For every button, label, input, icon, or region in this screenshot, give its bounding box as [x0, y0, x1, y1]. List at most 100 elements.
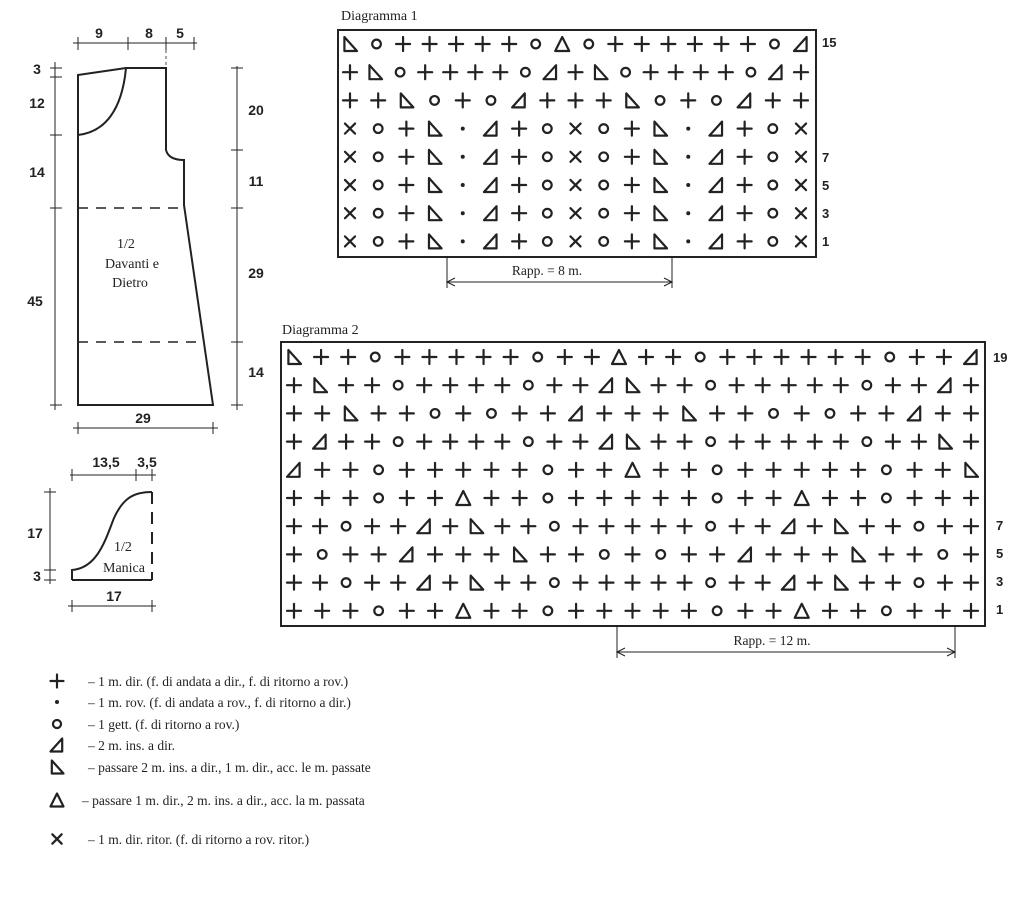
plus-icon — [285, 602, 303, 619]
plus-icon — [572, 377, 589, 394]
plus-icon — [511, 489, 528, 507]
plus-icon — [623, 148, 640, 165]
plus-icon — [546, 377, 563, 394]
plus-icon — [370, 546, 387, 563]
right-triangle-icon — [482, 233, 498, 250]
diagram-1-title: Diagramma 1 — [341, 9, 418, 24]
cross-icon — [569, 235, 582, 248]
plus-icon — [858, 574, 875, 591]
plus-icon — [607, 35, 624, 53]
plus-icon — [806, 518, 823, 535]
plus-icon — [934, 489, 951, 507]
right-triangle-icon — [780, 574, 796, 591]
plus-icon — [511, 120, 528, 137]
circle-icon — [705, 379, 717, 391]
plus-icon — [596, 405, 613, 422]
plus-icon — [884, 518, 901, 535]
plus-icon — [936, 574, 954, 591]
plus-icon — [483, 489, 500, 507]
plus-icon — [908, 348, 925, 366]
plus-icon — [906, 602, 923, 619]
circle-icon — [541, 179, 553, 191]
sleeve-label-line-1: 1/2 — [114, 540, 132, 555]
plus-icon — [717, 64, 734, 81]
cross-icon — [569, 178, 582, 192]
right-triangle-icon — [482, 120, 498, 137]
circle-icon — [654, 94, 666, 106]
plus-icon — [754, 518, 771, 535]
body-left-dim-3: 14 — [29, 164, 45, 180]
plus-icon — [623, 205, 640, 222]
circle-icon — [884, 351, 896, 363]
right-triangle-icon — [482, 148, 498, 165]
plus-icon — [765, 461, 782, 478]
plus-icon — [793, 546, 810, 563]
plus-icon — [370, 92, 387, 109]
circle-icon — [767, 151, 779, 163]
left-triangle-icon — [653, 233, 669, 250]
body-label-line-3: Dietro — [112, 276, 148, 291]
circle-icon — [767, 123, 779, 135]
right-triangle-icon — [708, 205, 724, 222]
plus-icon — [340, 348, 357, 366]
dot-icon — [686, 211, 691, 216]
plus-icon — [962, 377, 980, 394]
circle-icon — [711, 464, 723, 476]
plus-icon — [713, 35, 730, 53]
plus-icon — [680, 602, 698, 619]
circle-icon — [705, 520, 717, 532]
sleeve-outline — [71, 491, 153, 580]
plus-icon — [652, 405, 669, 422]
circle-icon — [372, 235, 384, 247]
plus-icon — [442, 518, 459, 535]
plus-icon — [773, 348, 790, 366]
plus-icon — [511, 461, 528, 478]
left-triangle-icon — [343, 35, 359, 53]
plus-icon — [483, 461, 500, 478]
left-triangle-icon — [682, 405, 698, 422]
plus-icon — [546, 433, 563, 450]
plus-icon — [624, 546, 641, 563]
plus-icon — [341, 64, 359, 81]
plus-icon — [364, 574, 381, 591]
triangle-icon — [610, 348, 628, 366]
left-triangle-icon — [469, 574, 485, 591]
plus-icon — [850, 461, 867, 478]
dot-icon — [55, 700, 59, 704]
diagram-1-row-5: 5 — [822, 178, 829, 193]
plus-icon — [421, 348, 438, 366]
plus-icon — [511, 405, 528, 422]
plus-icon — [680, 92, 697, 109]
circle-icon — [340, 520, 352, 532]
diagram-2: Diagramma 2 19 7 5 3 1 Rapp. = 12 m. — [280, 323, 1007, 658]
plus-icon — [806, 433, 823, 450]
left-triangle-icon — [313, 377, 329, 394]
right-triangle-icon — [567, 405, 583, 422]
sleeve-left-dim-2: 3 — [33, 568, 41, 584]
plus-icon — [624, 405, 641, 422]
circle-icon — [598, 548, 610, 560]
plus-icon — [417, 64, 434, 81]
circle-icon — [392, 436, 404, 448]
cross-icon — [343, 235, 357, 248]
plus-icon — [728, 433, 745, 450]
right-triangle-icon — [311, 433, 327, 450]
left-triangle-icon — [834, 518, 849, 535]
right-triangle-icon — [792, 35, 808, 53]
plus-icon — [633, 35, 650, 53]
left-triangle-icon — [427, 176, 443, 194]
plus-icon — [398, 602, 415, 619]
right-triangle-icon — [482, 176, 498, 194]
left-triangle-icon — [593, 64, 609, 81]
plus-icon — [962, 405, 980, 422]
plus-icon — [686, 35, 703, 53]
plus-icon — [567, 546, 585, 563]
sleeve-left-dim-1: 17 — [27, 525, 43, 541]
dot-icon — [460, 126, 465, 131]
diagram-2-repeat-label: Rapp. = 12 m. — [734, 633, 811, 648]
stitch-row — [285, 377, 980, 394]
circle-icon — [372, 207, 384, 219]
body-top-dim-3: 5 — [176, 25, 184, 41]
plus-icon — [934, 405, 951, 422]
plus-icon — [502, 348, 519, 366]
